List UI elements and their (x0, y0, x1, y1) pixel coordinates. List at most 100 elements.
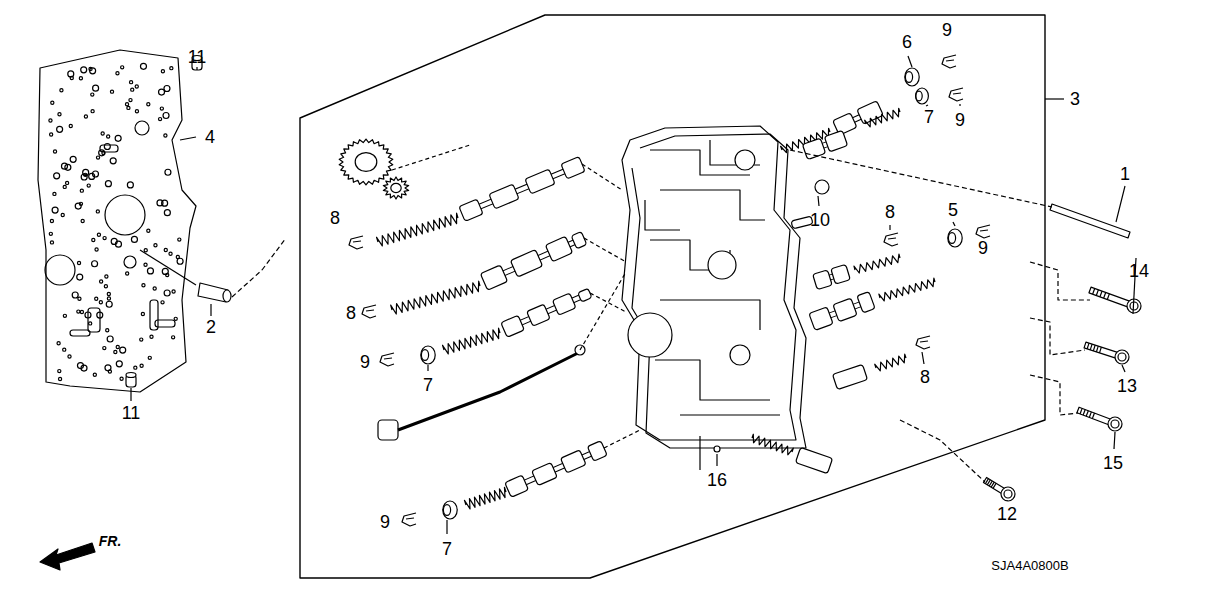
plate-hole (177, 258, 183, 264)
callout-number: 9 (978, 239, 988, 257)
retaining-clip (976, 225, 990, 238)
callout-number: 2 (206, 318, 216, 336)
dowel-pin (126, 373, 136, 378)
plate-hole (61, 213, 64, 216)
valve-spool (505, 441, 607, 498)
plate-hole (96, 210, 99, 213)
check-orifice (223, 290, 231, 302)
plate-hole (144, 263, 147, 266)
plate-hole (57, 126, 63, 132)
spool-land (802, 138, 825, 159)
retaining-clip (406, 518, 414, 519)
callout-number: 7 (442, 540, 452, 558)
spool-land (831, 264, 850, 284)
dowel-rod (1050, 204, 1130, 238)
plate-hole (158, 117, 161, 120)
plate-hole (125, 103, 128, 106)
direction-label: FR. (99, 534, 122, 548)
retaining-clip (888, 238, 896, 239)
plate-hole (120, 347, 126, 353)
leader-line (926, 105, 928, 106)
bolt-thread (1090, 344, 1092, 350)
plate-slot (88, 308, 100, 332)
valve-cap (916, 88, 929, 104)
plate-hole (141, 312, 144, 315)
plate-hole (147, 229, 150, 232)
callout-number: 6 (902, 33, 912, 51)
fluid-channel (655, 360, 770, 400)
plate-hole (49, 232, 52, 235)
plate-hole (93, 373, 96, 376)
spool-land (532, 463, 558, 486)
bolt-thread (1086, 411, 1088, 417)
spool-land (489, 184, 519, 209)
bolt-head (1004, 490, 1012, 498)
body-bore (735, 150, 755, 170)
leader-line (1122, 365, 1125, 372)
valve-cap (421, 346, 435, 364)
plate-hole (65, 164, 71, 170)
plate-hole (164, 248, 167, 251)
spool-land (791, 216, 813, 229)
plate-hole (100, 280, 103, 283)
illustration-group (38, 15, 1141, 578)
callout-number: 8 (885, 203, 895, 221)
retaining-clip (949, 88, 963, 101)
plate-hole (172, 290, 175, 293)
plate-hole (80, 310, 83, 313)
bolt-thread (1080, 408, 1082, 414)
figure-code: SJA4A0800B (991, 559, 1068, 572)
plate-hole (89, 322, 92, 325)
plate-hole (115, 135, 121, 141)
leader-line (1114, 432, 1115, 449)
callout-number: 8 (920, 368, 930, 386)
separator-plate (38, 50, 196, 392)
plate-hole (107, 336, 113, 342)
plate-hole (170, 67, 173, 70)
plate-hole (79, 77, 82, 80)
leader-line (446, 520, 447, 534)
spring (875, 354, 906, 371)
bolt-thread (1089, 412, 1091, 418)
callout-number: 8 (346, 304, 356, 322)
plate-hole (54, 173, 60, 179)
plate-hole (50, 219, 53, 222)
plate-hole (150, 335, 153, 338)
bolt-thread (1092, 413, 1094, 419)
callout-number: 9 (380, 513, 390, 531)
plate-hole (127, 182, 133, 188)
bolt-thread (1093, 289, 1095, 295)
spool-land (813, 270, 832, 290)
retaining-clip (349, 236, 363, 249)
front-arrow (40, 543, 95, 570)
dashed-leader (582, 164, 622, 190)
sensor-connector (378, 420, 398, 440)
leader-line (140, 250, 196, 285)
spring (854, 254, 900, 273)
spool-land (833, 298, 857, 321)
plate-port (105, 195, 145, 235)
plate-hole (110, 158, 116, 164)
plate-hole (110, 90, 113, 93)
plate-hole (81, 219, 84, 222)
retaining-clip (380, 353, 394, 366)
plate-hole (52, 207, 58, 213)
plate-hole (147, 103, 150, 106)
bolt-thread (1083, 410, 1085, 416)
gear (339, 139, 393, 185)
spool-land (459, 199, 483, 221)
plate-hole (75, 203, 81, 209)
leader-line (1045, 98, 1064, 99)
valve-cap (421, 350, 428, 361)
plate-hole (115, 241, 121, 247)
plate-hole (101, 132, 104, 135)
plate-hole (95, 297, 98, 300)
plate-hole (58, 370, 61, 373)
spring (464, 487, 506, 509)
spool-land (525, 169, 555, 194)
callout-number: 7 (423, 376, 433, 394)
retaining-clip (402, 513, 416, 526)
valve-spool (809, 292, 875, 331)
plate-hole (84, 173, 87, 176)
